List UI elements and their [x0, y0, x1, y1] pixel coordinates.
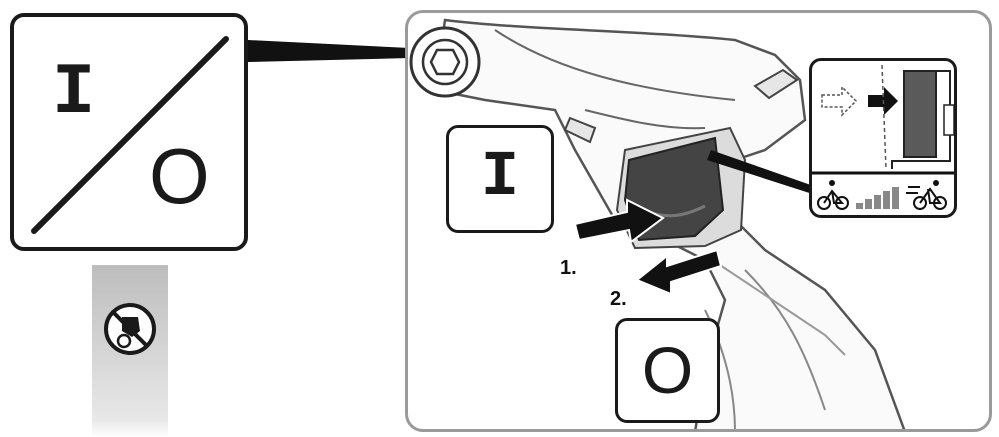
on-off-legend-box: I O	[10, 13, 248, 251]
speed-ramp-icon	[856, 187, 899, 209]
drill-illustration	[409, 18, 906, 429]
off-label-box: O	[615, 318, 720, 423]
off-glyph: O	[149, 132, 210, 220]
inset-illustration	[812, 64, 954, 210]
step-2-label: 2.	[610, 288, 627, 310]
off-label: O	[641, 333, 694, 407]
on-label-box: I	[446, 125, 554, 233]
pull-arrow-icon	[635, 248, 723, 296]
fast-bike-icon	[906, 180, 947, 210]
no-touch-rotating-icon	[104, 303, 156, 355]
speed-inset	[809, 58, 957, 218]
on-off-slash-icon	[31, 36, 229, 234]
on-glyph: I	[52, 52, 96, 134]
warning-strip	[92, 265, 168, 437]
push-arrow-icon	[573, 198, 665, 244]
step-1-label: 1.	[560, 257, 577, 279]
detail-frame: I O 1. 2.	[405, 10, 992, 432]
dashed-arrow-icon	[821, 85, 858, 117]
on-label: I	[480, 142, 520, 214]
slow-bike-icon	[817, 180, 849, 210]
